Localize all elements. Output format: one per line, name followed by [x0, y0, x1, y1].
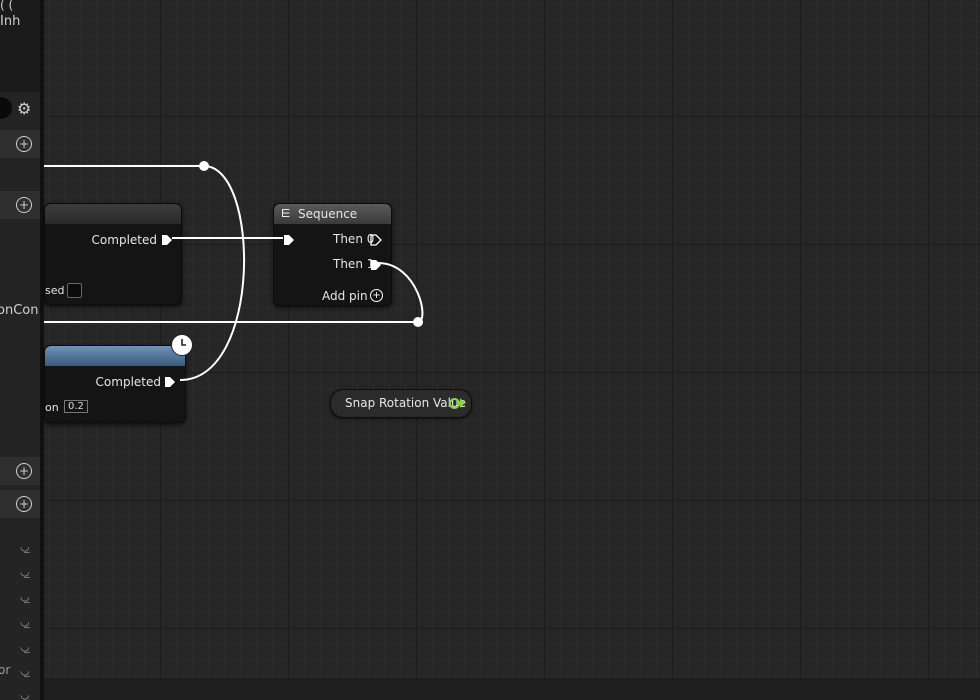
my-blueprint-panel: ( ( Inh ⚙ + + onCon + + ◡̲ ◡̲ ◡̲ ◡̲ ◡̲ ◡…: [0, 0, 44, 700]
then1-pin-label: Then 1: [333, 257, 375, 271]
eye-closed-icon[interactable]: ◡̲: [20, 540, 30, 553]
list-item-label[interactable]: onCon: [0, 303, 39, 318]
checkbox-label: sed: [45, 284, 65, 297]
boolean-out-pin[interactable]: [449, 398, 460, 409]
eye-closed-icon[interactable]: ◡̲: [20, 664, 30, 677]
eye-closed-icon[interactable]: ◡̲: [20, 640, 30, 653]
eye-closed-icon[interactable]: ◡̲: [20, 615, 30, 628]
panel-title-fragment: ( (: [0, 0, 14, 12]
duration-label: on: [45, 401, 59, 414]
panel-header: [0, 0, 40, 92]
completed-pin-label: Completed: [91, 233, 157, 247]
eye-closed-icon[interactable]: ◡̲: [20, 688, 30, 700]
sequence-icon: ⋿: [281, 207, 291, 220]
search-field-edge[interactable]: [0, 97, 12, 119]
gear-icon[interactable]: ⚙: [17, 99, 32, 118]
category-row-3[interactable]: +: [0, 457, 40, 485]
plus-circle-icon[interactable]: +: [16, 496, 32, 512]
graph-bottom-strip: [44, 678, 980, 700]
node-header: [274, 204, 391, 224]
variable-label: Snap Rotation Value: [345, 396, 466, 410]
clock-icon: [171, 334, 193, 356]
completed-pin-label: Completed: [95, 375, 161, 389]
node-title: Sequence: [298, 207, 358, 221]
sequence-node[interactable]: ⋿ Sequence Then 0 Then 1 Add pin +: [273, 203, 392, 306]
blueprint-graph-canvas[interactable]: [44, 0, 980, 700]
eye-closed-icon[interactable]: ◡̲: [20, 565, 30, 578]
snap-rotation-value-node[interactable]: Snap Rotation Value: [330, 389, 472, 418]
list-item-label[interactable]: or: [0, 663, 11, 677]
plus-circle-icon[interactable]: +: [16, 197, 32, 213]
event-node-partial[interactable]: Completed sed: [44, 203, 182, 305]
panel-title-fragment-2: Inh: [0, 14, 21, 29]
node-header: [45, 204, 181, 224]
category-row-4[interactable]: +: [0, 490, 40, 518]
node-header: [45, 346, 185, 366]
then0-pin-label: Then 0: [333, 232, 375, 246]
delay-node[interactable]: Completed on 0.2: [44, 345, 186, 423]
duration-input[interactable]: 0.2: [64, 400, 88, 413]
eye-closed-icon[interactable]: ◡̲: [20, 590, 30, 603]
category-row-2[interactable]: +: [0, 191, 40, 219]
add-pin-label[interactable]: Add pin: [322, 289, 368, 303]
pin-arrow: [460, 398, 465, 408]
category-row-1[interactable]: +: [0, 130, 40, 158]
plus-circle-icon[interactable]: +: [370, 289, 383, 302]
plus-circle-icon[interactable]: +: [16, 463, 32, 479]
checkbox[interactable]: [67, 283, 82, 298]
plus-circle-icon[interactable]: +: [16, 136, 32, 152]
